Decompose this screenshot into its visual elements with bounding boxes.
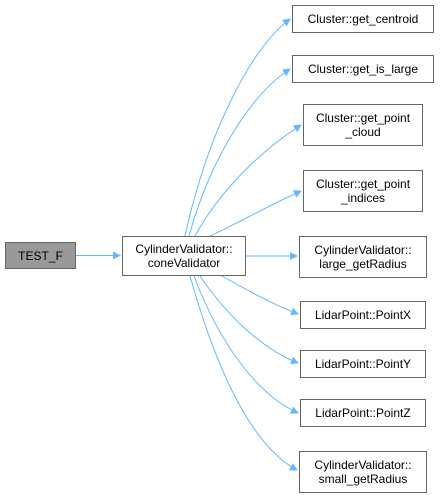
edge-to-get-point-cloud — [194, 124, 302, 237]
node-label-line: CylinderValidator:: — [135, 242, 233, 256]
node-cylindervalidator-small-getradius[interactable]: CylinderValidator:: small_getRadius — [299, 451, 427, 493]
node-lidarpoint-pointx[interactable]: LidarPoint::PointX — [300, 301, 426, 329]
edge-to-pointx — [221, 275, 299, 316]
edge-to-get-point-indices — [209, 190, 302, 237]
node-cluster-get-point-cloud[interactable]: Cluster::get_point _cloud — [303, 104, 423, 146]
edge-to-small-getradius — [189, 275, 298, 471]
node-lidarpoint-pointy[interactable]: LidarPoint::PointY — [300, 350, 426, 378]
node-lidarpoint-pointz[interactable]: LidarPoint::PointZ — [300, 399, 426, 427]
edge-to-get-is-large — [188, 68, 291, 237]
edge-to-pointy — [199, 275, 299, 365]
node-label-line: coneValidator — [147, 256, 221, 270]
node-cluster-get-point-indices[interactable]: Cluster::get_point _indices — [303, 170, 423, 212]
edge-to-pointz — [193, 275, 299, 414]
node-label-line: LidarPoint::PointX — [314, 308, 412, 322]
node-label-line: CylinderValidator:: — [314, 458, 412, 472]
node-label-line: _cloud — [345, 125, 381, 139]
node-label-line: LidarPoint::PointZ — [315, 406, 411, 420]
node-cluster-get-is-large[interactable]: Cluster::get_is_large — [292, 55, 434, 83]
node-test-f[interactable]: TEST_F — [5, 242, 76, 269]
node-cylindervalidator-conevalidator[interactable]: CylinderValidator:: coneValidator — [122, 236, 246, 276]
node-label-line: CylinderValidator:: — [314, 243, 412, 257]
node-label-line: Cluster::get_centroid — [307, 12, 419, 26]
edge-to-get-centroid — [184, 18, 291, 237]
node-label-line: small_getRadius — [318, 472, 408, 486]
node-cylindervalidator-large-getradius[interactable]: CylinderValidator:: large_getRadius — [299, 236, 427, 278]
node-label-line: _indices — [340, 191, 386, 205]
node-label-line: large_getRadius — [319, 257, 407, 271]
node-label-line: TEST_F — [18, 248, 63, 263]
node-cluster-get-centroid[interactable]: Cluster::get_centroid — [292, 5, 434, 33]
node-label-line: Cluster::get_point — [315, 111, 411, 125]
node-label-line: Cluster::get_point — [315, 177, 411, 191]
node-label-line: LidarPoint::PointY — [314, 357, 412, 371]
node-label-line: Cluster::get_is_large — [307, 62, 419, 76]
